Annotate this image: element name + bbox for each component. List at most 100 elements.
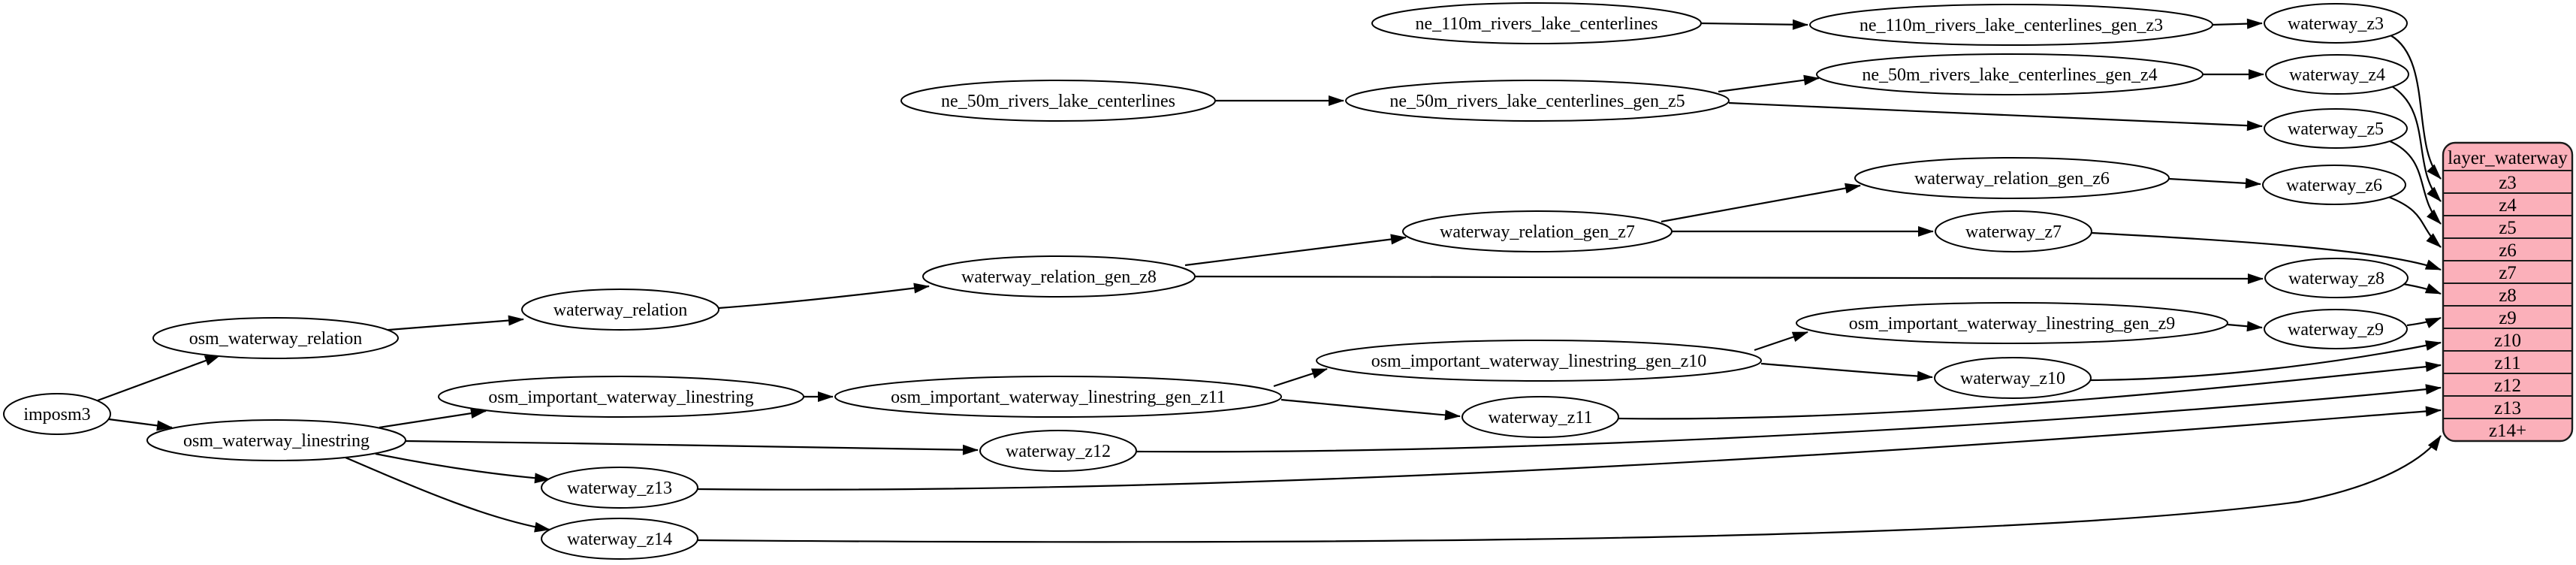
edge-waterway_z3-to-row_z3 <box>2390 35 2442 180</box>
node-waterway_z7-label: waterway_z7 <box>1965 222 2062 242</box>
node-waterway_relation_gen_z7: waterway_relation_gen_z7 <box>1402 210 1673 252</box>
edge-waterway_z11-to-row_z11 <box>1618 361 2442 420</box>
node-waterway_z7: waterway_z7 <box>1935 210 2092 252</box>
node-waterway_relation-label: waterway_relation <box>554 301 688 320</box>
node-waterway_relation_gen_z6: waterway_relation_gen_z6 <box>1854 157 2170 199</box>
node-osm_important_waterway_linestring_gen_z10-label: osm_important_waterway_linestring_gen_z1… <box>1371 352 1707 371</box>
node-waterway_z14: waterway_z14 <box>541 518 698 560</box>
node-waterway_z13: waterway_z13 <box>541 467 698 509</box>
node-waterway_z3-label: waterway_z3 <box>2288 14 2384 34</box>
table-row-z8: z8 <box>2499 286 2517 306</box>
node-osm_important_waterway_linestring_gen_z11-label: osm_important_waterway_linestring_gen_z1… <box>891 388 1226 407</box>
edge-osm_waterway_linestring-to-waterway_z13 <box>375 452 550 484</box>
node-osm_important_waterway_linestring_gen_z9-label: osm_important_waterway_linestring_gen_z9 <box>1849 314 2176 334</box>
nodes: imposm3 osm_waterway_relation osm_waterw… <box>3 2 2409 560</box>
node-waterway_z9-label: waterway_z9 <box>2288 320 2384 340</box>
node-waterway_z14-shape <box>541 518 698 560</box>
node-waterway_z5-shape <box>2264 108 2408 149</box>
node-waterway_relation: waterway_relation <box>521 289 719 331</box>
edge-imposm3-to-osm_waterway_relation <box>97 354 221 402</box>
node-ne_50m_rivers_lake_centerlines-shape <box>900 80 1216 122</box>
node-ne_50m_rivers_lake_centerlines_gen_z4: ne_50m_rivers_lake_centerlines_gen_z4 <box>1816 53 2203 95</box>
edge-waterway_z14-to-row_z14 <box>697 435 2442 543</box>
edge-waterway_z9-to-row_z9 <box>2406 316 2442 328</box>
node-osm_waterway_linestring: osm_waterway_linestring <box>146 419 406 461</box>
node-ne_50m_rivers_lake_centerlines: ne_50m_rivers_lake_centerlines <box>900 80 1216 122</box>
node-waterway_relation_gen_z8: waterway_relation_gen_z8 <box>922 255 1196 298</box>
table-title: layer_waterway <box>2448 148 2568 168</box>
node-ne_50m_rivers_lake_centerlines-label: ne_50m_rivers_lake_centerlines <box>941 92 1175 111</box>
node-waterway_z4: waterway_z4 <box>2265 54 2409 95</box>
edge-gen_z8-to-gen_z7 <box>1184 234 1407 267</box>
node-imposm3: imposm3 <box>3 393 111 435</box>
node-osm_waterway_relation: osm_waterway_relation <box>152 317 399 359</box>
node-waterway_z3-shape <box>2264 3 2408 44</box>
table-row-z14: z14+ <box>2489 421 2526 441</box>
node-waterway_z3: waterway_z3 <box>2264 3 2408 44</box>
node-waterway_z8-label: waterway_z8 <box>2288 269 2384 289</box>
node-osm_important_waterway_linestring_gen_z10-shape <box>1316 340 1762 382</box>
node-waterway_z12-shape <box>979 430 1137 472</box>
edge-waterway_z10-to-row_z10 <box>2090 340 2442 382</box>
edge-gen_z5-to-waterway_z5 <box>1728 101 2263 131</box>
table-row-z6: z6 <box>2499 240 2517 261</box>
node-ne_50m_rivers_lake_centerlines_gen_z5-shape <box>1345 80 1730 122</box>
table-row-z4: z4 <box>2499 195 2517 216</box>
node-osm_important_waterway_linestring_gen_z10: osm_important_waterway_linestring_gen_z1… <box>1316 340 1762 382</box>
node-waterway_z6-shape <box>2262 165 2406 205</box>
edge-waterway_z12-to-row_z12 <box>1136 384 2442 453</box>
node-osm_waterway_relation-shape <box>152 317 399 359</box>
node-waterway_z9-shape <box>2264 309 2408 349</box>
node-waterway_z5: waterway_z5 <box>2264 108 2408 149</box>
node-osm_important_waterway_linestring-shape <box>438 376 804 418</box>
edge-waterway_z5-to-row_z5 <box>2387 139 2442 225</box>
node-waterway_relation_gen_z6-label: waterway_relation_gen_z6 <box>1914 169 2110 189</box>
node-osm_important_waterway_linestring_gen_z9-shape <box>1796 302 2228 344</box>
node-waterway_z6-label: waterway_z6 <box>2286 176 2382 195</box>
node-osm_waterway_relation-label: osm_waterway_relation <box>189 329 363 349</box>
table-outline <box>2442 141 2574 443</box>
edge-gen_z9-to-waterway_z9 <box>2227 321 2263 332</box>
node-ne_110m_rivers_lake_centerlines-label: ne_110m_rivers_lake_centerlines <box>1416 14 1658 34</box>
node-waterway_relation_gen_z8-shape <box>922 255 1196 298</box>
node-waterway_relation_gen_z7-label: waterway_relation_gen_z7 <box>1440 222 1635 242</box>
node-waterway_z13-shape <box>541 467 698 509</box>
edge-gen_z11-to-waterway_z11 <box>1280 398 1461 421</box>
edge-gen_z3-to-waterway_z3 <box>2212 18 2263 29</box>
edge-osm_waterway_relation-to-waterway_relation <box>379 315 524 332</box>
edge-waterway_z8-to-row_z8 <box>2403 282 2442 295</box>
node-ne_110m_rivers_lake_centerlines-shape <box>1371 2 1702 44</box>
table-row-z11: z11 <box>2494 353 2520 373</box>
table-row-z3: z3 <box>2499 173 2517 193</box>
node-waterway_relation_gen_z6-shape <box>1854 157 2170 199</box>
node-waterway_z14-label: waterway_z14 <box>567 530 672 549</box>
table-row-z7: z7 <box>2499 263 2517 283</box>
edge-gen_z10-to-gen_z9 <box>1754 331 1808 352</box>
node-ne_50m_rivers_lake_centerlines_gen_z5: ne_50m_rivers_lake_centerlines_gen_z5 <box>1345 80 1730 122</box>
edge-gen_z5-to-gen_z4 <box>1718 74 1820 93</box>
node-osm_important_waterway_linestring_gen_z11-shape <box>834 376 1282 418</box>
node-waterway_z13-label: waterway_z13 <box>567 479 672 498</box>
node-waterway_z10: waterway_z10 <box>1934 357 2092 399</box>
edge-waterway_z13-to-row_z13 <box>697 406 2442 491</box>
edge-osm_waterway_linestring-to-osm_important_waterway_linestring <box>379 408 487 429</box>
node-osm_important_waterway_linestring: osm_important_waterway_linestring <box>438 376 804 418</box>
edge-osm_waterway_linestring-to-waterway_z14 <box>345 456 550 533</box>
node-ne_110m_rivers_lake_centerlines_gen_z3-shape <box>1809 4 2213 46</box>
table-row-z12: z12 <box>2494 376 2521 396</box>
node-waterway_z8: waterway_z8 <box>2264 258 2409 298</box>
node-ne_110m_rivers_lake_centerlines_gen_z3: ne_110m_rivers_lake_centerlines_gen_z3 <box>1809 4 2213 46</box>
node-waterway_z11-shape <box>1461 396 1619 438</box>
edge-gen_z7-to-gen_z6 <box>1661 183 1861 223</box>
node-waterway_z4-label: waterway_z4 <box>2289 65 2385 85</box>
node-ne_50m_rivers_lake_centerlines_gen_z5-label: ne_50m_rivers_lake_centerlines_gen_z5 <box>1389 92 1685 111</box>
layer-waterway-table: layer_waterway z3 z4 z5 z6 z7 z8 z9 z10 … <box>2442 141 2574 443</box>
table-row-z13: z13 <box>2494 398 2521 418</box>
node-osm_important_waterway_linestring-label: osm_important_waterway_linestring <box>488 388 753 407</box>
node-waterway_z10-label: waterway_z10 <box>1960 369 2065 388</box>
edge-gen_z11-to-gen_z10 <box>1273 367 1328 388</box>
edge-gen_z6-to-waterway_z6 <box>2168 177 2261 189</box>
edge-waterway_relation-to-gen_z8 <box>718 282 930 310</box>
node-waterway_z5-label: waterway_z5 <box>2288 119 2384 139</box>
